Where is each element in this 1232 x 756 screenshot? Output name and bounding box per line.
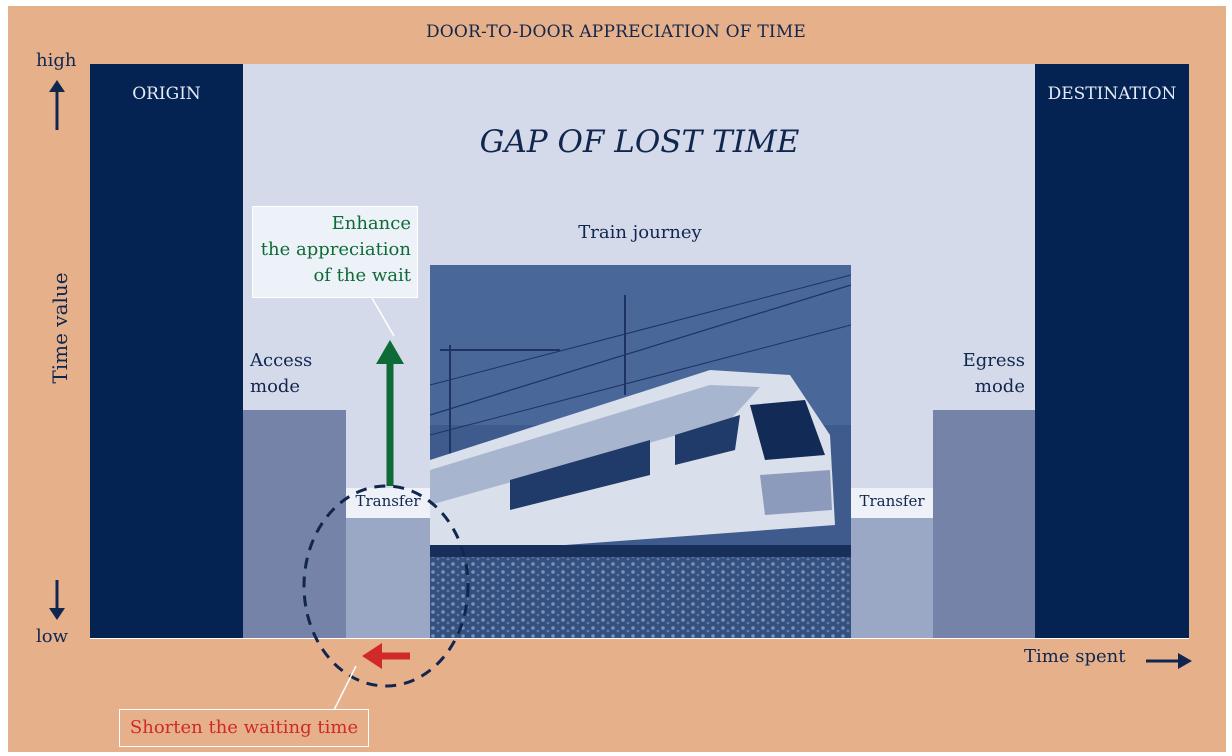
access-mode-block — [243, 410, 346, 638]
enhance-callout: Enhance the appreciation of the wait — [252, 206, 418, 298]
y-axis-low-label: low — [36, 626, 69, 647]
gap-of-lost-time-label: GAP OF LOST TIME — [479, 124, 800, 160]
transfer-left-block — [346, 518, 430, 638]
diagram-title: DOOR-TO-DOOR APPRECIATION OF TIME — [425, 22, 807, 42]
train-journey-label: Train journey — [578, 222, 702, 243]
y-axis-label: Time value — [48, 272, 72, 384]
train-photo — [430, 265, 851, 638]
x-axis-label: Time spent — [1024, 646, 1126, 667]
destination-label: DESTINATION — [1047, 84, 1177, 104]
highlight-circle — [302, 484, 470, 688]
transfer-right-block — [851, 518, 933, 638]
egress-mode-block — [933, 410, 1035, 638]
x-axis-line — [90, 637, 1189, 639]
transfer-left-label: Transfer — [346, 488, 430, 518]
up-arrow-icon — [49, 80, 65, 130]
egress-mode-label: Egress mode — [962, 350, 1025, 397]
access-mode-label: Access mode — [250, 350, 313, 397]
up-arrow-green-icon — [376, 340, 404, 486]
right-arrow-icon — [1146, 653, 1192, 669]
callout-pointer — [371, 297, 395, 337]
left-arrow-red-icon — [362, 643, 410, 669]
destination-block — [1035, 64, 1189, 638]
transfer-right-label: Transfer — [851, 488, 933, 518]
shorten-callout-pointer — [333, 665, 357, 711]
origin-block — [90, 64, 243, 638]
y-axis-high-label: high — [36, 50, 77, 71]
down-arrow-icon — [49, 580, 65, 620]
origin-label: ORIGIN — [132, 84, 201, 104]
shorten-callout: Shorten the waiting time — [119, 709, 369, 747]
